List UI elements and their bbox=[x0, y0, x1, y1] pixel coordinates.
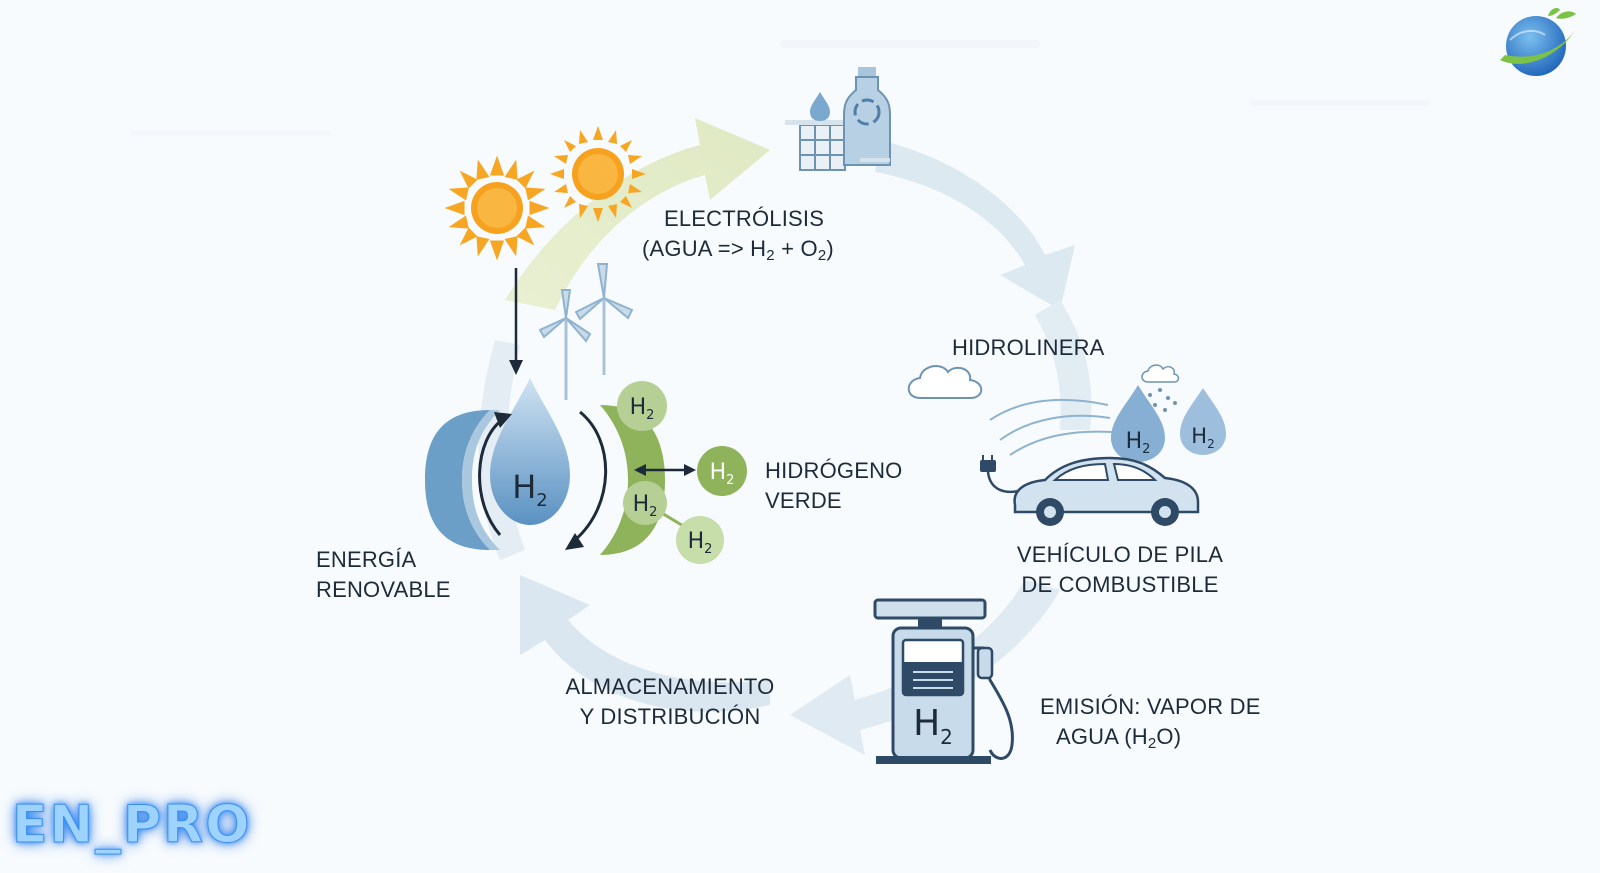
storage-line1: ALMACENAMIENTO bbox=[565, 674, 775, 699]
cycle-arrow-to-storage bbox=[790, 580, 1060, 755]
cycle-arrow-down-right bbox=[1035, 300, 1092, 430]
svg-text:H2: H2 bbox=[688, 529, 713, 557]
electrolysis-label: ELECTRÓLISIS bbox=[664, 204, 824, 234]
h2-drop-icon: H2 bbox=[1111, 385, 1165, 462]
renewable-line2: RENOVABLE bbox=[316, 577, 451, 602]
svg-text:H2: H2 bbox=[1126, 429, 1151, 457]
charging-plug-icon bbox=[980, 455, 1023, 494]
wind-turbine-icon bbox=[574, 263, 634, 375]
green-h2-line1: HIDRÓGENO bbox=[765, 458, 903, 483]
svg-text:H2: H2 bbox=[1191, 424, 1214, 451]
water-droplet-icon bbox=[810, 92, 830, 121]
h2-drop-icon: H2 bbox=[1180, 388, 1226, 455]
storage-line2: Y DISTRIBUCIÓN bbox=[579, 704, 761, 729]
wind-turbine-icon bbox=[538, 289, 592, 400]
globe-logo-icon bbox=[1500, 8, 1576, 76]
cloud-icon bbox=[907, 365, 983, 399]
svg-text:H2: H2 bbox=[633, 492, 658, 520]
storage-label: ALMACENAMIENTO Y DISTRIBUCIÓN bbox=[555, 672, 785, 732]
hub-h2-label: H2 bbox=[512, 468, 548, 511]
cycle-arrow-electrolysis bbox=[505, 118, 770, 310]
hidrolinera-label: HIDROLINERA bbox=[952, 335, 1105, 360]
h2-molecule-icon: H2 bbox=[617, 381, 667, 431]
svg-text:H2: H2 bbox=[710, 460, 735, 488]
green-h2-bubble-icon: H2 bbox=[697, 446, 747, 496]
emission-line1: EMISIÓN: VAPOR DE bbox=[1040, 694, 1261, 719]
sunlight-down-arrow bbox=[509, 268, 523, 375]
watermark-logo: EN_PRO bbox=[11, 795, 252, 856]
water-drop-icon bbox=[490, 378, 570, 525]
recycle-bottle-icon bbox=[843, 67, 891, 166]
h2-molecule-icon: H2 H2 bbox=[623, 481, 724, 564]
vapor-dots bbox=[1148, 388, 1177, 412]
cycle-arrow-to-hidrolinera bbox=[875, 140, 1075, 310]
sun-icon bbox=[550, 126, 646, 222]
green-h2-line2: VERDE bbox=[765, 488, 842, 513]
sun-icon bbox=[444, 155, 550, 261]
hydrogen-pump-icon: H2 bbox=[873, 598, 1014, 764]
emission-label: EMISIÓN: VAPOR DE AGUA (H2O) bbox=[1040, 692, 1261, 759]
vehicle-line1: VEHÍCULO DE PILA bbox=[1016, 542, 1224, 567]
emission-line2: AGUA (H2O) bbox=[1056, 724, 1182, 752]
renewable-label: ENERGÍA RENOVABLE bbox=[316, 545, 451, 605]
svg-text:H2: H2 bbox=[512, 468, 548, 511]
electrolysis-line1: ELECTRÓLISIS bbox=[664, 206, 825, 231]
green-hydrogen-label: HIDRÓGENO VERDE bbox=[765, 456, 902, 516]
electrolysis-formula: (AGUA => H2 + O2) bbox=[642, 236, 834, 264]
motion-lines bbox=[989, 399, 1113, 456]
background-decor bbox=[130, 40, 1430, 136]
svg-text:H2: H2 bbox=[630, 395, 655, 423]
cycle-arrow-to-renewable bbox=[520, 575, 770, 712]
svg-text:H2: H2 bbox=[913, 703, 953, 749]
small-cloud-icon bbox=[1141, 364, 1180, 383]
fuel-cell-car-icon bbox=[1013, 456, 1200, 526]
solar-panel-icon bbox=[785, 120, 885, 171]
bidirectional-arrow bbox=[634, 464, 696, 476]
vehicle-line2: DE COMBUSTIBLE bbox=[1021, 572, 1219, 597]
renewable-line1: ENERGÍA bbox=[316, 547, 417, 572]
vehicle-label: VEHÍCULO DE PILA DE COMBUSTIBLE bbox=[1000, 540, 1240, 600]
